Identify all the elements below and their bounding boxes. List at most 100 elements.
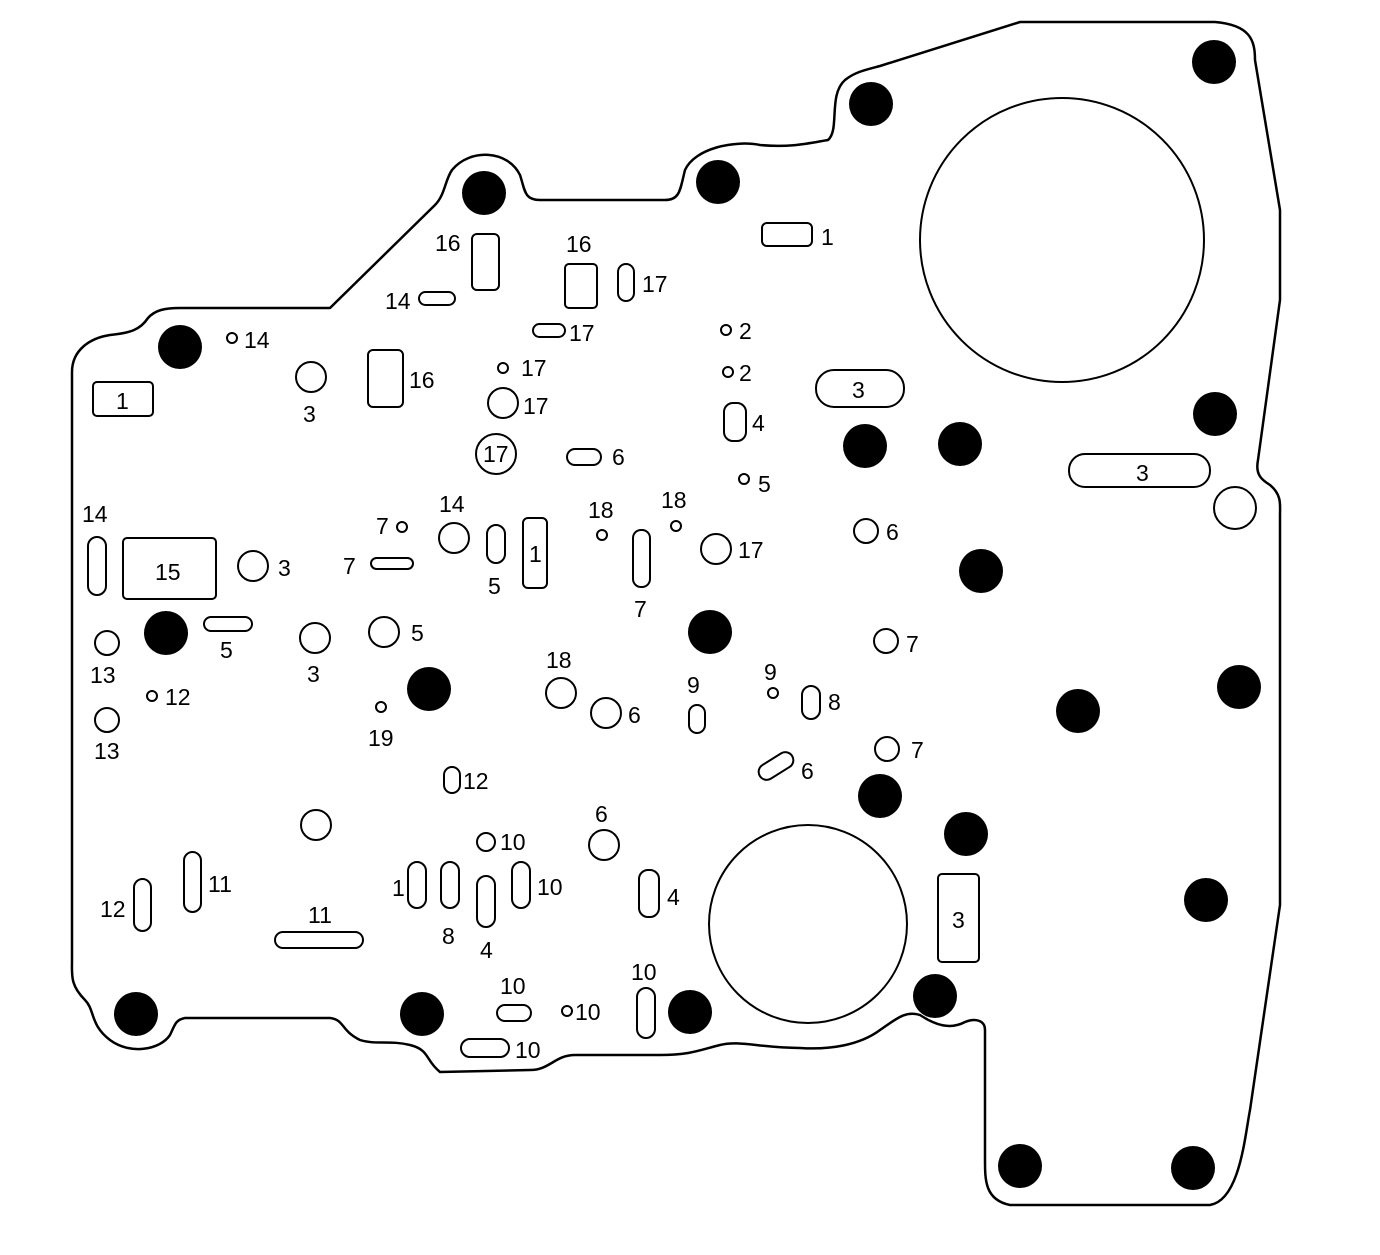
label: 7 [911, 737, 924, 763]
small-hole [767, 687, 779, 699]
round-hole [295, 361, 327, 393]
label: 10 [515, 1037, 541, 1063]
small-hole [670, 520, 682, 532]
slot [440, 861, 460, 909]
label: 3 [852, 377, 865, 403]
label: 17 [738, 537, 764, 563]
label: 7 [343, 553, 356, 579]
label: 18 [661, 487, 687, 513]
round-hole [873, 628, 899, 654]
bolt-hole [1192, 40, 1236, 84]
label: 10 [500, 829, 526, 855]
label: 13 [94, 738, 120, 764]
small-hole [722, 366, 734, 378]
small-hole [720, 324, 732, 336]
label: 10 [500, 973, 526, 999]
label: 5 [411, 620, 424, 646]
label: 6 [595, 801, 608, 827]
round-hole [1213, 486, 1257, 530]
bolt-hole [858, 774, 902, 818]
label: 10 [575, 999, 601, 1025]
label: 5 [220, 637, 233, 663]
label: 10 [631, 959, 657, 985]
label: 13 [90, 662, 116, 688]
label: 6 [612, 444, 625, 470]
slot [122, 537, 217, 600]
slot [723, 402, 747, 442]
bolt-hole [1171, 1146, 1215, 1190]
label: 3 [1136, 460, 1149, 486]
round-hole [590, 697, 622, 729]
label: 19 [368, 725, 394, 751]
label: 4 [480, 937, 493, 963]
slot [87, 536, 107, 596]
slot [757, 751, 795, 781]
slot [460, 1038, 510, 1058]
small-hole [497, 362, 509, 374]
label: 10 [537, 874, 563, 900]
bolt-hole [1217, 665, 1261, 709]
label: 17 [521, 355, 547, 381]
label: 16 [435, 230, 461, 256]
slot [443, 766, 461, 794]
slot [566, 448, 602, 466]
bolt-hole [938, 422, 982, 466]
slot [815, 369, 905, 408]
slot [367, 349, 404, 408]
label: 7 [376, 513, 389, 539]
slot [471, 233, 500, 291]
label: 17 [483, 441, 509, 467]
bolt-hole [696, 160, 740, 204]
bolt-hole [688, 610, 732, 654]
slot [801, 685, 821, 720]
label: 6 [801, 758, 814, 784]
slot [617, 263, 635, 302]
slot [203, 616, 253, 632]
label: 4 [752, 410, 765, 436]
bolt-hole [849, 82, 893, 126]
slot [183, 851, 202, 913]
label: 1 [529, 541, 542, 567]
bolt-hole [959, 549, 1003, 593]
slot [638, 869, 660, 918]
label: 18 [546, 647, 572, 673]
label: 7 [906, 631, 919, 657]
round-hole [475, 433, 517, 475]
slot [632, 529, 651, 588]
label: 9 [687, 672, 700, 698]
round-hole [94, 707, 120, 733]
slot [486, 524, 506, 564]
label: 2 [739, 318, 752, 344]
slot [937, 873, 980, 963]
label: 18 [588, 497, 614, 523]
label: 11 [308, 902, 332, 928]
label: 3 [303, 401, 316, 427]
bolt-hole [1056, 689, 1100, 733]
plate-outline [70, 20, 1282, 1207]
small-hole [738, 473, 750, 485]
label: 12 [463, 768, 489, 794]
large-bore-top [919, 97, 1205, 383]
label: 8 [442, 923, 455, 949]
bolt-hole [462, 171, 506, 215]
label: 17 [569, 320, 595, 346]
round-hole [700, 533, 732, 565]
round-hole [545, 677, 577, 709]
label: 3 [307, 661, 320, 687]
slot [511, 861, 531, 909]
slot [133, 878, 152, 932]
label: 1 [116, 388, 129, 414]
bolt-hole [1184, 878, 1228, 922]
label: 17 [642, 271, 668, 297]
round-hole [94, 630, 120, 656]
label: 17 [523, 393, 549, 419]
label: 1 [821, 224, 834, 250]
bolt-hole [158, 325, 202, 369]
label: 7 [634, 596, 647, 622]
label: 5 [758, 471, 771, 497]
round-hole [368, 616, 400, 648]
round-hole [237, 550, 269, 582]
passage-labels: 1 16 16 17 14 17 2 14 17 2 16 1 3 17 3 4… [82, 224, 1149, 1063]
slot [370, 557, 414, 570]
